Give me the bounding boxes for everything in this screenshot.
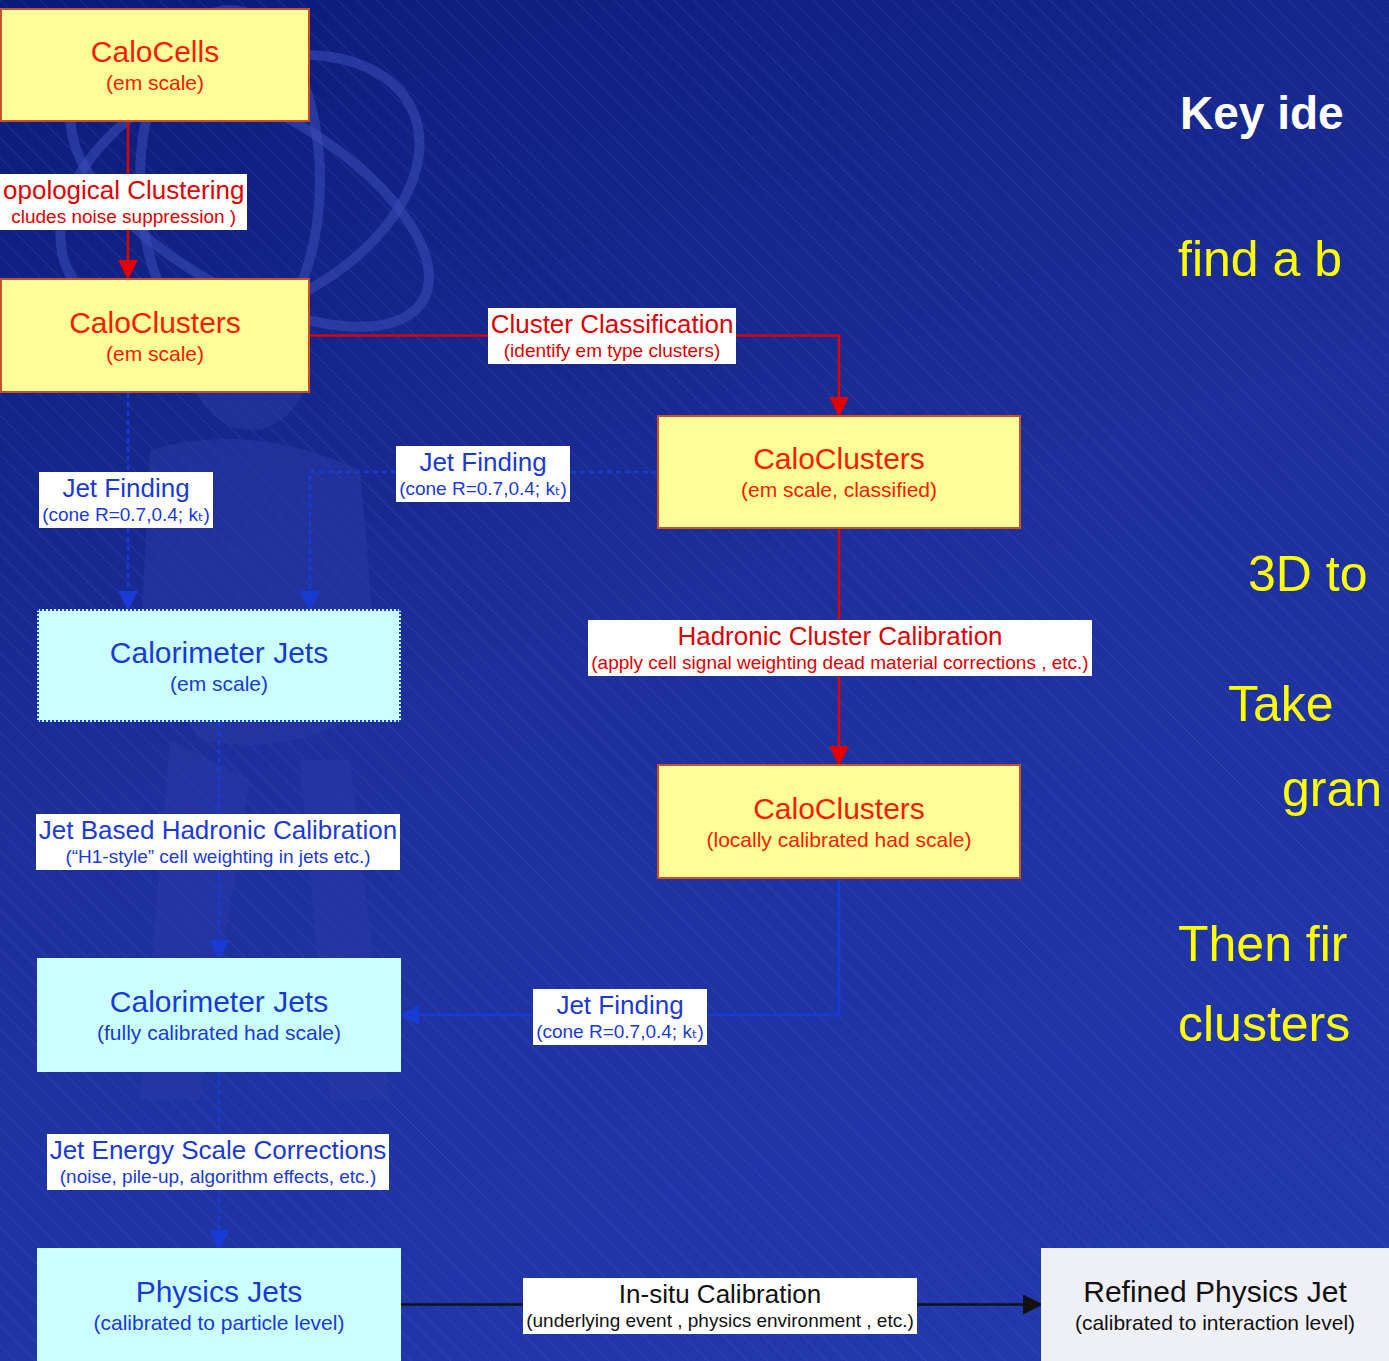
slide-text: gran [1282,762,1382,817]
edge-label: Jet Energy Scale Corrections(noise, pile… [47,1134,390,1190]
edge-label: Cluster Classification(identify em type … [488,308,737,364]
edge-label: Jet Finding(cone R=0.7,0.4; kₜ) [39,472,213,528]
edge-label: In-situ Calibration(underlying event , p… [523,1278,917,1334]
step-detail: (identify em type clusters) [491,340,734,363]
flow-arrow [310,336,839,416]
box-subtitle: (locally calibrated had scale) [707,827,972,852]
edge-label: Hadronic Cluster Calibration(apply cell … [588,620,1091,676]
box-subtitle: (em scale) [106,341,204,366]
step-detail: (noise, pile-up, algorithm effects, etc.… [50,1166,387,1189]
slide-text: find a b [1178,232,1342,287]
box-title: CaloCells [91,34,219,70]
slide-text: Then fir [1178,917,1348,972]
box-title: Physics Jets [136,1274,303,1310]
box-subtitle: (calibrated to interaction level) [1075,1310,1355,1335]
box-subtitle: (em scale, classified) [741,477,937,502]
step-detail: (underlying event , physics environment … [526,1310,914,1333]
slide-text: 3D to [1248,547,1368,602]
step-detail: cludes noise suppression ) [3,206,244,229]
box-title: CaloClusters [753,791,925,827]
data-box: CaloClusters(em scale) [0,278,310,393]
box-title: CaloClusters [69,305,241,341]
step-name: opological Clustering [3,175,244,206]
box-subtitle: (em scale) [106,70,204,95]
step-name: Hadronic Cluster Calibration [591,621,1088,652]
slide-text: Take [1228,677,1334,732]
step-detail: (cone R=0.7,0.4; kₜ) [42,504,210,527]
jet-box: Calorimeter Jets(em scale) [37,609,401,722]
step-detail: (cone R=0.7,0.4; kₜ) [399,478,567,501]
data-box: CaloCells(em scale) [0,8,310,122]
box-subtitle: (em scale) [170,671,268,696]
step-name: Jet Finding [536,990,704,1021]
box-title: CaloClusters [753,441,925,477]
step-detail: (cone R=0.7,0.4; kₜ) [536,1021,704,1044]
box-subtitle: (calibrated to particle level) [94,1310,345,1335]
step-name: Jet Finding [42,473,210,504]
step-name: Jet Based Hadronic Calibration [39,815,397,846]
step-detail: (apply cell signal weighting dead materi… [591,652,1088,675]
result-box: Refined Physics Jet(calibrated to intera… [1041,1248,1389,1361]
edge-label: Jet Finding(cone R=0.7,0.4; kₜ) [396,446,570,502]
step-name: Jet Finding [399,447,567,478]
edge-label: Jet Finding(cone R=0.7,0.4; kₜ) [533,989,707,1045]
step-name: In-situ Calibration [526,1279,914,1310]
edge-label: Jet Based Hadronic Calibration(“H1-style… [36,814,400,870]
flow-arrow [310,472,657,609]
slide-text: clusters [1178,997,1350,1052]
box-subtitle: (fully calibrated had scale) [97,1020,341,1045]
box-title: Calorimeter Jets [110,635,328,671]
edge-label: opological Clusteringcludes noise suppre… [0,174,247,230]
slide-text: Key ide [1180,88,1344,139]
data-box: CaloClusters(locally calibrated had scal… [657,764,1021,879]
data-box: CaloClusters(em scale, classified) [657,415,1021,529]
step-name: Cluster Classification [491,309,734,340]
step-detail: (“H1-style” cell weighting in jets etc.) [39,846,397,869]
box-title: Calorimeter Jets [110,984,328,1020]
box-title: Refined Physics Jet [1083,1274,1346,1310]
step-name: Jet Energy Scale Corrections [50,1135,387,1166]
jet-box: Calorimeter Jets(fully calibrated had sc… [37,958,401,1072]
jet-box: Physics Jets(calibrated to particle leve… [37,1248,401,1361]
